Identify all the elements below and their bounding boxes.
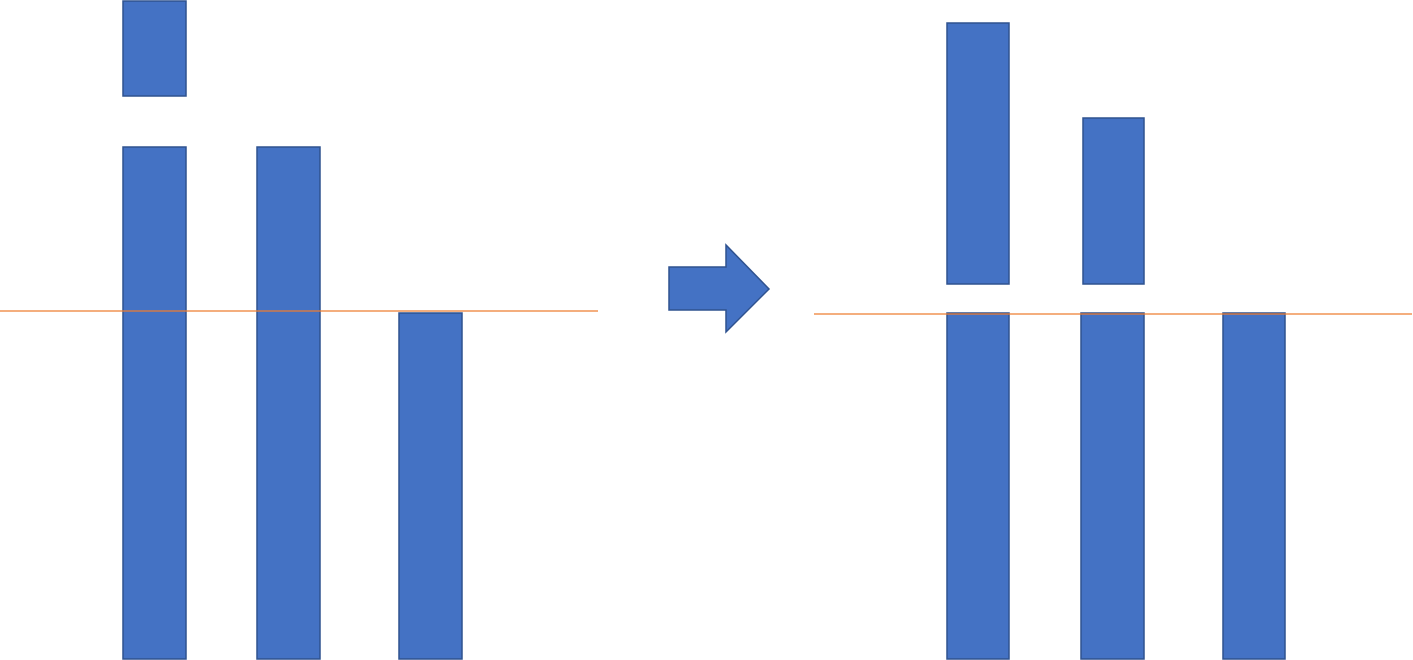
before-bar-3 xyxy=(398,312,463,660)
right-block-arrow-icon xyxy=(668,243,771,334)
after-bar-3 xyxy=(1222,312,1286,660)
after-panel xyxy=(814,22,1412,660)
before-bar-2 xyxy=(256,146,321,660)
before-bar-1 xyxy=(122,146,187,660)
before-panel xyxy=(0,0,598,660)
after-bar-1-upper-segment xyxy=(946,22,1010,285)
before-bar-1-top-segment xyxy=(122,0,187,97)
after-bar-2-lower-segment xyxy=(1080,312,1145,660)
after-bar-2-upper-segment xyxy=(1082,117,1145,285)
after-bar-1-lower-segment xyxy=(946,312,1010,660)
